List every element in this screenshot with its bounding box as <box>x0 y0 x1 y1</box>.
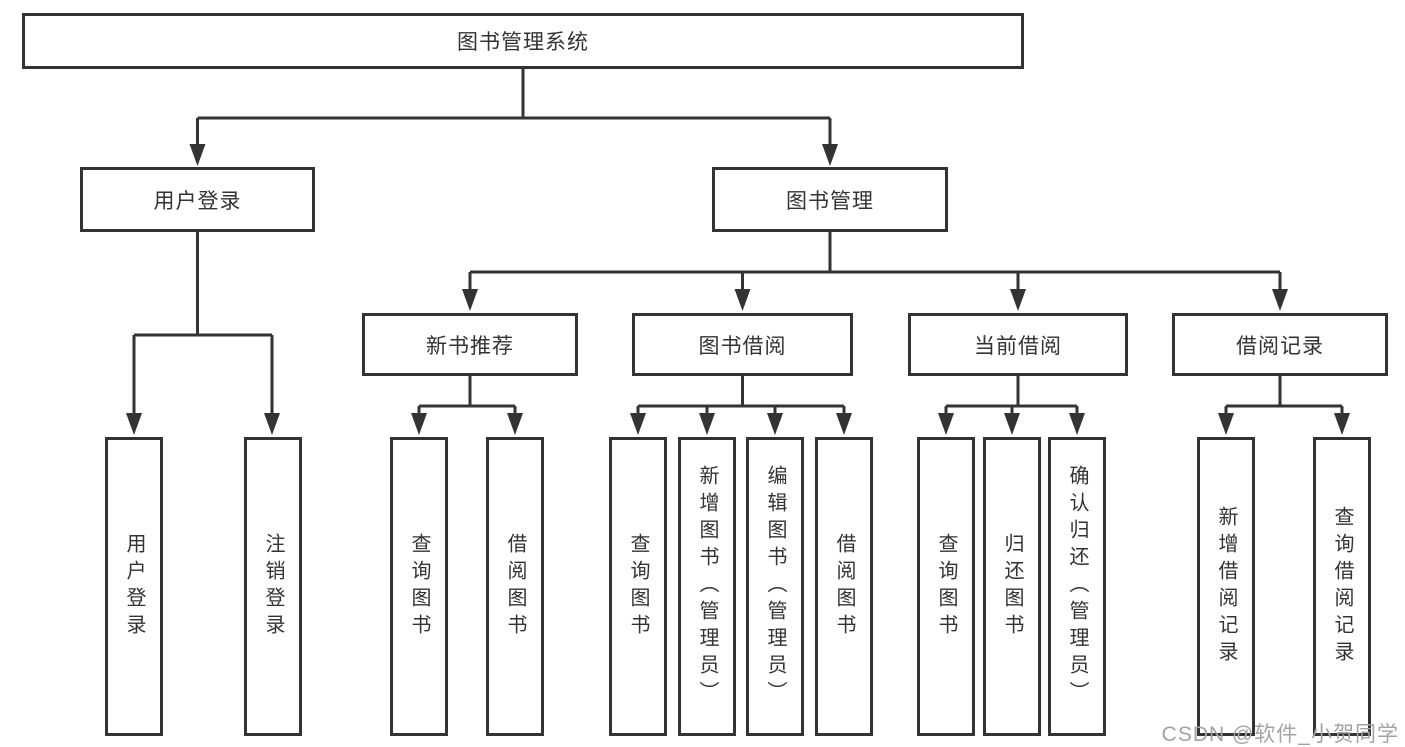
arrowhead-down-icon <box>938 413 954 435</box>
arrowhead-down-icon <box>189 144 206 166</box>
leaf-query-books-borrow: 查询图书 <box>609 437 667 736</box>
leaf-label: 查询图书 <box>408 532 430 641</box>
leaf-add-borrow-record: 新增借阅记录 <box>1197 437 1255 736</box>
node-label: 当前借阅 <box>974 334 1062 358</box>
leaf-add-books-admin: 新增图书（管理员） <box>678 437 736 736</box>
node-user-login: 用户登录 <box>80 167 315 232</box>
leaf-logout: 注销登录 <box>244 437 302 736</box>
leaf-label: 借阅图书 <box>833 532 855 641</box>
arrowhead-down-icon <box>734 289 751 311</box>
arrowhead-down-icon <box>1218 413 1234 435</box>
csdn-watermark: CSDN @软件_小贺同学 <box>1161 723 1399 746</box>
node-current-borrow: 当前借阅 <box>908 313 1128 376</box>
leaf-label: 借阅图书 <box>504 532 526 641</box>
node-label: 图书借阅 <box>698 334 787 358</box>
arrowhead-down-icon <box>1069 413 1085 435</box>
arrowhead-down-icon <box>1010 289 1026 311</box>
leaf-query-borrow-record: 查询借阅记录 <box>1313 437 1371 736</box>
leaf-query-books-recommend: 查询图书 <box>390 437 448 736</box>
leaf-borrow-books-recommend: 借阅图书 <box>486 437 544 736</box>
arrowhead-down-icon <box>264 413 280 435</box>
arrowhead-down-icon <box>1272 289 1288 311</box>
leaf-label: 注销登录 <box>262 532 284 641</box>
node-book-borrow: 图书借阅 <box>632 313 853 376</box>
arrowhead-down-icon <box>1334 413 1350 435</box>
leaf-label: 归还图书 <box>1001 532 1023 641</box>
leaf-label: 确认归还（管理员） <box>1066 465 1088 708</box>
node-book-management: 图书管理 <box>712 167 948 232</box>
leaf-user-login: 用户登录 <box>105 437 163 736</box>
node-borrow-records: 借阅记录 <box>1172 313 1388 376</box>
arrowhead-down-icon <box>126 413 142 435</box>
node-new-book-recommend: 新书推荐 <box>362 313 578 376</box>
leaf-label: 编辑图书（管理员） <box>764 465 786 708</box>
node-root-system: 图书管理系统 <box>22 13 1024 69</box>
leaf-label: 查询借阅记录 <box>1331 505 1353 668</box>
leaf-return-books: 归还图书 <box>983 437 1041 736</box>
arrowhead-down-icon <box>630 413 646 435</box>
arrowhead-down-icon <box>1004 413 1020 435</box>
arrowhead-down-icon <box>411 413 427 435</box>
node-label: 图书管理系统 <box>457 31 589 54</box>
node-label: 借阅记录 <box>1236 334 1324 358</box>
node-label: 新书推荐 <box>426 334 514 358</box>
leaf-query-books-current: 查询图书 <box>917 437 975 736</box>
arrowhead-down-icon <box>767 413 783 435</box>
leaf-label: 新增图书（管理员） <box>696 465 718 708</box>
leaf-label: 查询图书 <box>627 532 649 641</box>
arrowhead-down-icon <box>699 413 715 435</box>
node-label: 图书管理 <box>786 189 874 213</box>
arrowhead-down-icon <box>822 144 838 166</box>
arrowhead-down-icon <box>507 413 523 435</box>
leaf-borrow-books: 借阅图书 <box>815 437 873 736</box>
arrowhead-down-icon <box>462 289 478 311</box>
leaf-label: 用户登录 <box>123 532 145 641</box>
leaf-label: 新增借阅记录 <box>1215 505 1237 668</box>
leaf-confirm-return-admin: 确认归还（管理员） <box>1048 437 1106 736</box>
leaf-edit-books-admin: 编辑图书（管理员） <box>746 437 804 736</box>
leaf-label: 查询图书 <box>935 532 957 641</box>
node-label: 用户登录 <box>153 189 242 213</box>
arrowhead-down-icon <box>836 413 852 435</box>
